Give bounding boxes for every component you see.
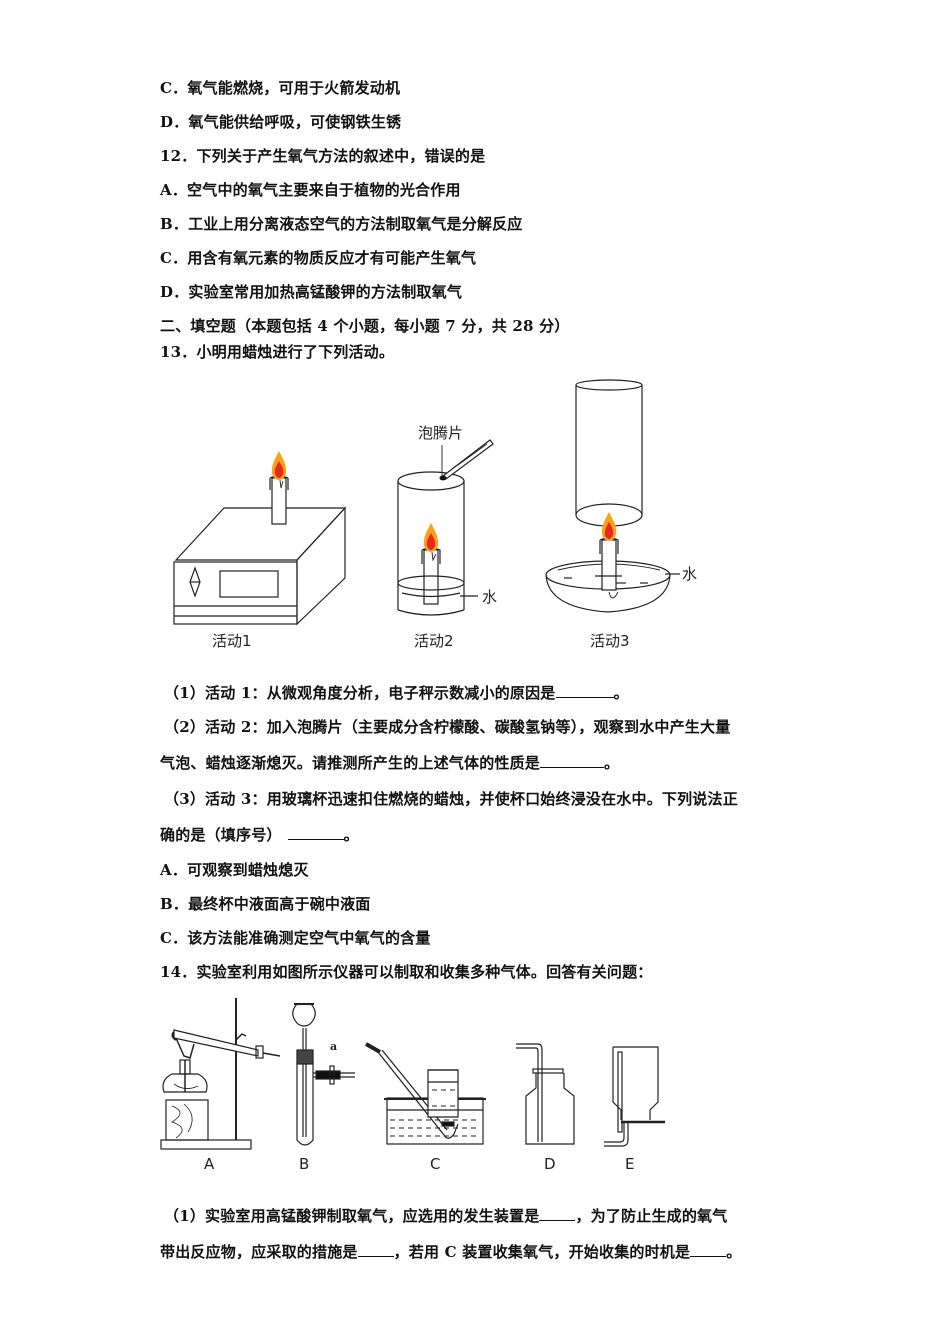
option-letter: B． bbox=[160, 215, 189, 233]
caption-activity1: 活动1 bbox=[212, 632, 252, 650]
activity1-scale-drawing bbox=[173, 475, 347, 626]
option-letter: D． bbox=[160, 113, 189, 131]
caption-activity3: 活动3 bbox=[590, 632, 630, 650]
q13-stem: 13．小明用蜡烛进行了下列活动。 bbox=[160, 343, 395, 361]
option-text: 空气中的氧气主要来自于植物的光合作用 bbox=[187, 181, 461, 199]
option-letter: C． bbox=[160, 79, 188, 97]
option-text: 工业上用分离液态空气的方法制取氧气是分解反应 bbox=[188, 215, 523, 233]
q13-sub2-line2: 气泡、蜡烛逐渐熄灭。请推测所产生的上述气体的性质是 。 bbox=[160, 752, 619, 773]
caption-activity2: 活动2 bbox=[414, 632, 454, 650]
option-text: 可观察到蜡烛熄灭 bbox=[187, 861, 309, 879]
q13-option-a: A．可观察到蜡烛熄灭 bbox=[160, 859, 309, 880]
q13-option-c: C．该方法能准确测定空气中氧气的含量 bbox=[160, 927, 431, 948]
caption-b: B bbox=[299, 1155, 309, 1173]
option-letter: A． bbox=[160, 861, 188, 879]
q12-option-c: C．用含有氧元素的物质反应才有可能产生氧气 bbox=[160, 247, 476, 268]
caption-c: C bbox=[430, 1155, 440, 1173]
q12-option-a: A．空气中的氧气主要来自于植物的光合作用 bbox=[160, 179, 461, 200]
option-text: 用含有氧元素的物质反应才有可能产生氧气 bbox=[187, 249, 477, 267]
q13-figure: 活动1 泡腾片 水 活动2 bbox=[160, 378, 700, 658]
label-water-activity3: 水 bbox=[682, 565, 697, 583]
option-text: 氧气能供给呼吸，可使钢铁生锈 bbox=[188, 113, 402, 131]
q13-sub2-suffix: 。 bbox=[604, 754, 620, 772]
apparatus-d-drawing bbox=[516, 1043, 575, 1145]
q11-option-c: C．氧气能燃烧，可用于火箭发动机 bbox=[160, 77, 400, 98]
q12-option-b: B．工业上用分离液态空气的方法制取氧气是分解反应 bbox=[160, 213, 523, 234]
section-heading: 二、填空题（本题包括 4 个小题，每小题 7 分，共 28 分） bbox=[160, 317, 570, 335]
q13-sub3-line2: 确的是（填序号） 。 bbox=[160, 824, 359, 845]
q11-option-d: D．氧气能供给呼吸，可使钢铁生锈 bbox=[160, 111, 401, 132]
answer-blank[interactable] bbox=[555, 683, 614, 698]
q14-sub1-line2-mid: ，若用 C 装置收集氧气，开始收集的时机是 bbox=[393, 1243, 691, 1261]
label-tablet: 泡腾片 bbox=[418, 424, 463, 442]
q13-sub1-text: （1）活动 1：从微观角度分析，电子秤示数减小的原因是 bbox=[164, 684, 556, 702]
q14-sub1-line2-suffix: 。 bbox=[726, 1243, 742, 1261]
caption-d: D bbox=[544, 1155, 556, 1173]
apparatus-c-drawing bbox=[365, 1042, 486, 1145]
option-letter: C． bbox=[160, 929, 188, 947]
caption-e: E bbox=[625, 1155, 634, 1173]
answer-blank[interactable] bbox=[287, 825, 344, 840]
option-text: 该方法能准确测定空气中氧气的含量 bbox=[187, 929, 431, 947]
q13-sub3-line1: （3）活动 3：用玻璃杯迅速扣住燃烧的蜡烛，并使杯口始终浸没在水中。下列说法正 bbox=[164, 790, 738, 808]
activity2-cylinder-drawing bbox=[397, 439, 494, 616]
q14-sub1-text: （1）实验室用高锰酸钾制取氧气，应选用的发生装置是 bbox=[164, 1207, 540, 1225]
q13-sub1: （1）活动 1：从微观角度分析，电子秤示数减小的原因是 。 bbox=[164, 682, 629, 703]
option-letter: C． bbox=[160, 249, 188, 267]
q14-stem: 14．实验室利用如图所示仪器可以制取和收集多种气体。回答有关问题： bbox=[160, 963, 653, 981]
q13-sub3-suffix: 。 bbox=[343, 826, 359, 844]
q14-sub1-line1: （1）实验室用高锰酸钾制取氧气，应选用的发生装置是 ，为了防止生成的氧气 bbox=[164, 1205, 727, 1226]
answer-blank[interactable] bbox=[690, 1242, 727, 1257]
option-letter: B． bbox=[160, 895, 189, 913]
option-text: 最终杯中液面高于碗中液面 bbox=[188, 895, 371, 913]
q13-sub3-text: 确的是（填序号） bbox=[160, 826, 282, 844]
activity3-glass-bowl-drawing bbox=[545, 379, 680, 613]
q12-option-d: D．实验室常用加热高锰酸钾的方法制取氧气 bbox=[160, 281, 462, 302]
label-water-activity2: 水 bbox=[482, 588, 497, 606]
q13-sub2-line1: （2）活动 2：加入泡腾片（主要成分含柠檬酸、碳酸氢钠等），观察到水中产生大量 bbox=[164, 718, 731, 736]
q14-sub1-line2-text: 带出反应物，应采取的措施是 bbox=[160, 1243, 358, 1261]
q13-sub1-suffix: 。 bbox=[613, 684, 629, 702]
apparatus-a-drawing bbox=[160, 998, 281, 1150]
q14-sub1-line2: 带出反应物，应采取的措施是 ，若用 C 装置收集氧气，开始收集的时机是 。 bbox=[160, 1241, 741, 1262]
option-text: 氧气能燃烧，可用于火箭发动机 bbox=[187, 79, 401, 97]
answer-blank[interactable] bbox=[540, 753, 605, 768]
q14-figure: A a B bbox=[158, 992, 678, 1177]
label-a: a bbox=[330, 1040, 337, 1053]
apparatus-e-drawing bbox=[604, 1046, 665, 1147]
q14-sub1-text-cont: ，为了防止生成的氧气 bbox=[575, 1207, 728, 1225]
option-text: 实验室常用加热高锰酸钾的方法制取氧气 bbox=[188, 283, 463, 301]
q12-stem: 12．下列关于产生氧气方法的叙述中，错误的是 bbox=[160, 147, 486, 165]
q13-sub2-text: 气泡、蜡烛逐渐熄灭。请推测所产生的上述气体的性质是 bbox=[160, 754, 541, 772]
caption-a: A bbox=[204, 1155, 215, 1173]
answer-blank[interactable] bbox=[539, 1206, 576, 1221]
apparatus-b-drawing bbox=[292, 1003, 355, 1146]
option-letter: D． bbox=[160, 283, 189, 301]
option-letter: A． bbox=[160, 181, 188, 199]
q13-option-b: B．最终杯中液面高于碗中液面 bbox=[160, 893, 371, 914]
answer-blank[interactable] bbox=[357, 1242, 394, 1257]
